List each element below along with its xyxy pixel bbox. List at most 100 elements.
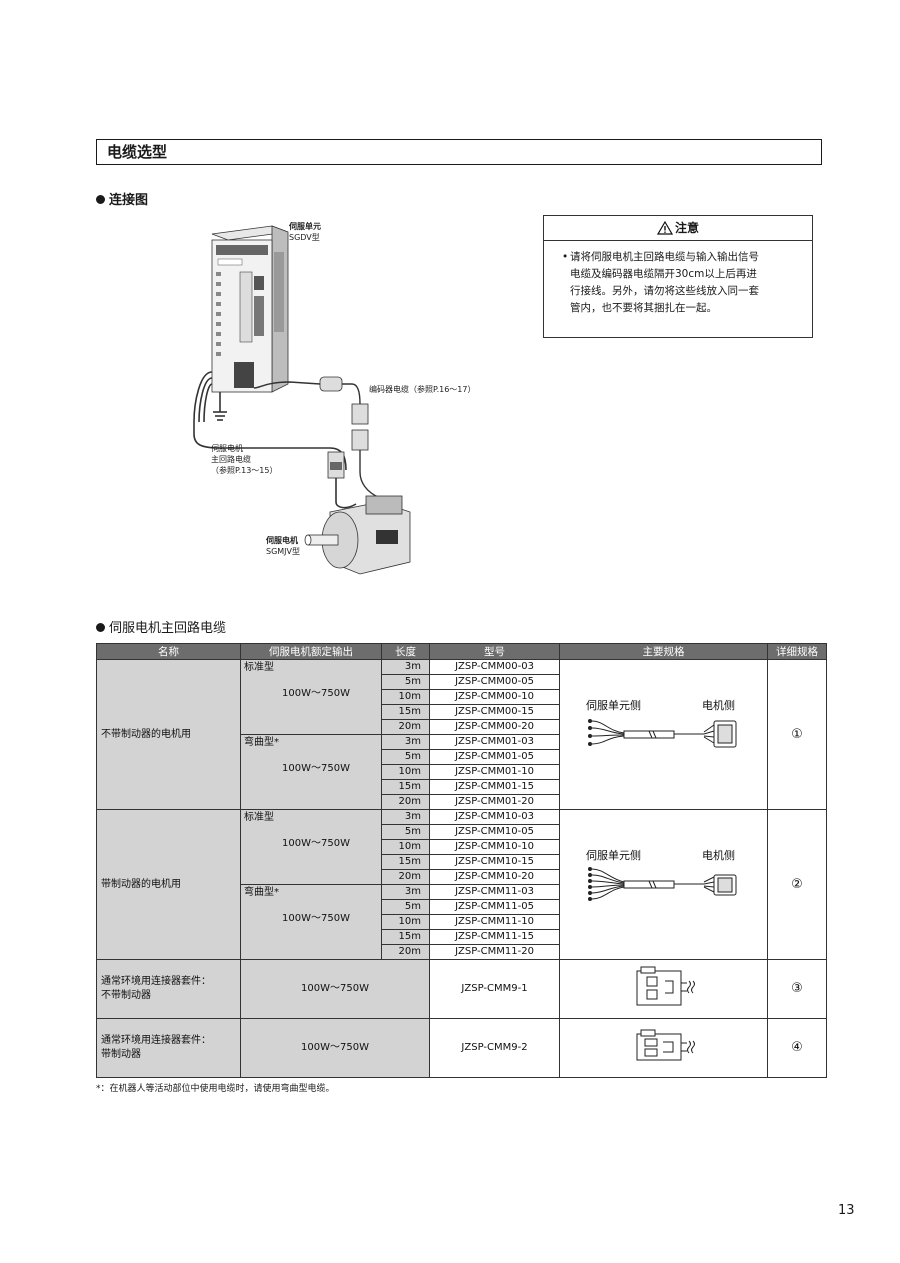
length-cell: 15m xyxy=(381,854,430,870)
model-cell: JZSP-CMM01-15 xyxy=(429,779,560,795)
group2-spec-cell: 伺服单元侧 电机侧 xyxy=(559,809,768,960)
group1-spec-right: 电机侧 xyxy=(702,698,735,712)
servo-unit-type: SGDV型 xyxy=(289,233,320,242)
header-detail-spec: 详细规格 xyxy=(767,643,827,660)
kit1-spec-cell xyxy=(559,959,768,1019)
connector-kit-no-brake-icon xyxy=(636,966,695,1005)
cable-table: 名称 伺服电机额定输出 长度 型号 主要规格 详细规格 不带制动器的电机用 标准… xyxy=(96,643,827,1078)
kit2-detail-ref: ④ xyxy=(767,1018,827,1078)
model-cell: JZSP-CMM10-10 xyxy=(429,839,560,855)
kit1-name: 通常环境用连接器套件： 不带制动器 xyxy=(96,959,241,1019)
kit1-power: 100W～750W xyxy=(240,959,430,1019)
length-cell: 20m xyxy=(381,944,430,960)
group2-bend-cell: 弯曲型* 100W～750W xyxy=(240,884,382,960)
footnote: *：在机器人等活动部位中使用电缆时，请使用弯曲型电缆。 xyxy=(96,1084,335,1094)
model-cell: JZSP-CMM10-03 xyxy=(429,809,560,825)
group1-name: 不带制动器的电机用 xyxy=(96,659,241,810)
diagram-heading: 连接图 xyxy=(96,189,148,208)
length-cell: 5m xyxy=(381,824,430,840)
group2-spec-left: 伺服单元侧 xyxy=(586,849,641,862)
model-cell: JZSP-CMM00-15 xyxy=(429,704,560,720)
length-cell: 10m xyxy=(381,764,430,780)
group1-std-cell: 标准型 100W～750W xyxy=(240,659,382,735)
length-cell: 10m xyxy=(381,839,430,855)
notice-body: • 请将伺服电机主回路电缆与输入输出信号 电缆及编码器电缆隔开30cm以上后再进… xyxy=(544,241,812,317)
model-cell: JZSP-CMM10-05 xyxy=(429,824,560,840)
model-cell: JZSP-CMM00-10 xyxy=(429,689,560,705)
length-cell: 10m xyxy=(381,689,430,705)
kit1-name-line2: 不带制动器 xyxy=(101,990,151,1001)
header-model: 型号 xyxy=(429,643,560,660)
length-cell: 3m xyxy=(381,884,430,900)
diagram-heading-text: 连接图 xyxy=(109,193,149,208)
length-cell: 5m xyxy=(381,899,430,915)
connection-diagram xyxy=(193,225,411,575)
model-cell: JZSP-CMM11-05 xyxy=(429,899,560,915)
header-length: 长度 xyxy=(381,643,430,660)
model-cell: JZSP-CMM00-05 xyxy=(429,674,560,690)
servo-unit-name: 伺服单元 xyxy=(289,222,321,231)
notice-bullet: • xyxy=(562,251,569,263)
length-cell: 10m xyxy=(381,914,430,930)
group2-name: 带制动器的电机用 xyxy=(96,809,241,960)
length-cell: 5m xyxy=(381,674,430,690)
bullet-icon xyxy=(96,195,105,204)
header-rated-output: 伺服电机额定输出 xyxy=(240,643,382,660)
group1-std-power: 100W～750W xyxy=(282,688,350,699)
group1-spec-left: 伺服单元侧 xyxy=(586,699,641,712)
servo-unit-label: 伺服单元 SGDV型 xyxy=(289,221,321,243)
notice-header: 注意 xyxy=(544,216,812,241)
kit1-name-line1: 通常环境用连接器套件： xyxy=(101,976,211,987)
cable-illustration-no-brake: 伺服单元侧 电机侧 xyxy=(586,698,736,748)
model-cell: JZSP-CMM10-15 xyxy=(429,854,560,870)
model-cell: JZSP-CMM11-03 xyxy=(429,884,560,900)
length-cell: 15m xyxy=(381,929,430,945)
length-cell: 3m xyxy=(381,809,430,825)
cable-illustration-with-brake: 伺服单元侧 电机侧 xyxy=(586,848,736,901)
servo-unit-drawing xyxy=(211,225,289,393)
group2-detail-ref: ② xyxy=(767,809,827,960)
length-cell: 15m xyxy=(381,779,430,795)
table-row: 通常环境用连接器套件： 不带制动器 100W～750W JZSP-CMM9-1 … xyxy=(96,959,827,1019)
length-cell: 3m xyxy=(381,734,430,750)
length-cell: 20m xyxy=(381,719,430,735)
model-cell: JZSP-CMM01-05 xyxy=(429,749,560,765)
group2-std-cell: 标准型 100W～750W xyxy=(240,809,382,885)
model-cell: JZSP-CMM00-03 xyxy=(429,659,560,675)
connector-kit-with-brake-icon xyxy=(636,1029,695,1060)
servo-motor-type: SGMJV型 xyxy=(266,547,301,556)
notice-line4: 管内，也不要将其捆扎在一起。 xyxy=(570,302,717,314)
model-cell: JZSP-CMM10-20 xyxy=(429,869,560,885)
notice-line3: 行接线。另外，请勿将这些线放入同一套 xyxy=(570,285,759,297)
group2-bend-power: 100W～750W xyxy=(282,913,350,924)
model-cell: JZSP-CMM01-03 xyxy=(429,734,560,750)
header-name: 名称 xyxy=(96,643,241,660)
group2-bend-label: 弯曲型* xyxy=(244,887,279,898)
group2-spec-right: 电机侧 xyxy=(702,848,735,862)
servo-motor-label: 伺服电机 SGMJV型 xyxy=(266,535,300,557)
kit2-name-line1: 通常环境用连接器套件： xyxy=(101,1035,211,1046)
table-row: 不带制动器的电机用 标准型 100W～750W 3m JZSP-CMM00-03… xyxy=(96,659,827,810)
main-cable-line2: 主回路电缆 xyxy=(211,455,251,464)
model-cell: JZSP-CMM01-20 xyxy=(429,794,560,810)
group1-bend-label: 弯曲型* xyxy=(244,737,279,748)
group2-std-power: 100W～750W xyxy=(282,838,350,849)
kit2-model: JZSP-CMM9-2 xyxy=(429,1018,560,1078)
group1-std-label: 标准型 xyxy=(244,662,274,673)
encoder-cable-label: 编码器电缆（参照P.16～17） xyxy=(369,385,476,394)
table-heading-text: 伺服电机主回路电缆 xyxy=(109,621,227,636)
group2-std-label: 标准型 xyxy=(244,812,274,823)
kit2-name-line2: 带制动器 xyxy=(101,1049,141,1060)
notice-box: 注意 • 请将伺服电机主回路电缆与输入输出信号 电缆及编码器电缆隔开30cm以上… xyxy=(543,215,813,338)
table-row: 弯曲型* 100W～750W 3m JZSP-CMM01-03 xyxy=(97,734,827,810)
model-cell: JZSP-CMM11-20 xyxy=(429,944,560,960)
header-main-spec: 主要规格 xyxy=(559,643,768,660)
table-row: 通常环境用连接器套件： 带制动器 100W～750W JZSP-CMM9-2 ④ xyxy=(96,1018,827,1078)
